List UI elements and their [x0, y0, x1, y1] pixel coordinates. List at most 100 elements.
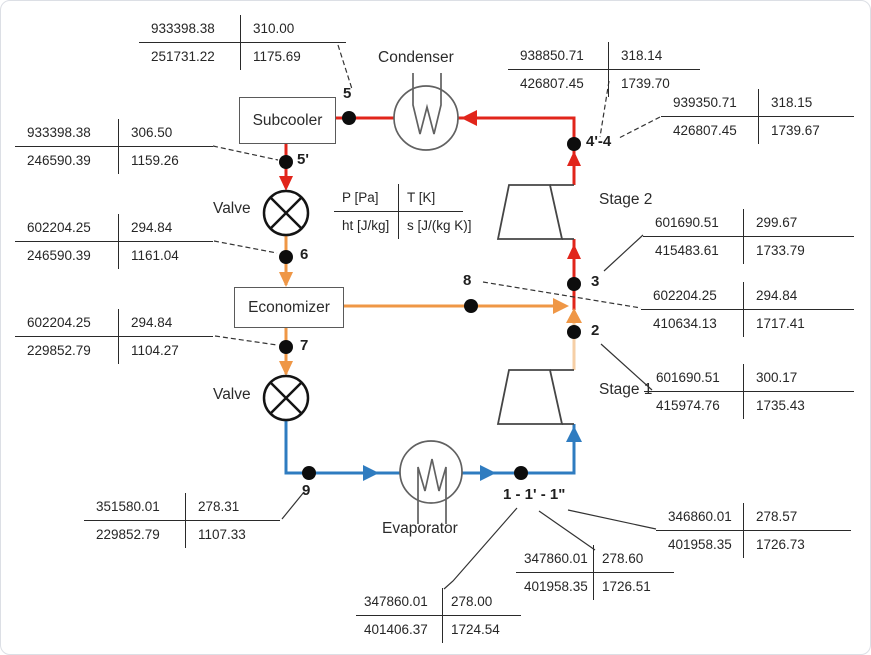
- entropy-value: 1726.73: [756, 537, 805, 552]
- leader-lines-dashed: [212, 44, 661, 346]
- pressure-value: 347860.01: [516, 545, 594, 573]
- subcooler-box: Subcooler: [239, 97, 336, 144]
- valve-lower-icon: [262, 374, 310, 422]
- enthalpy-value: 229852.79: [84, 521, 186, 548]
- temperature-value: 299.67: [744, 209, 854, 237]
- entropy-value: 1175.69: [253, 49, 301, 64]
- state-table-6: 602204.25 294.84 246590.39 1161.04: [15, 214, 213, 269]
- enthalpy-value: 246590.39: [15, 147, 119, 174]
- point-2-label: 2: [591, 322, 600, 339]
- entropy-value: 1104.27: [131, 343, 179, 358]
- temperature-value: 318.14: [609, 42, 700, 70]
- entropy-value: 1724.54: [451, 622, 500, 637]
- state-table-9: 351580.01 278.31 229852.79 1107.33: [84, 493, 280, 548]
- point-6-label: 6: [300, 246, 309, 263]
- point-4-label: 4'-4: [586, 133, 612, 150]
- pressure-value: 939350.71: [661, 89, 759, 117]
- temperature-value: 278.60: [594, 545, 674, 573]
- valve-upper-label: Valve: [213, 200, 251, 217]
- temperature-value: 300.17: [744, 364, 854, 392]
- temperature-value: 278.00: [443, 588, 521, 616]
- legend-pressure-unit: P [Pa]: [334, 184, 399, 212]
- temperature-value: 310.00: [241, 15, 346, 43]
- state-table-5prime: 933398.38 306.50 246590.39 1159.26: [15, 119, 213, 174]
- point-5prime-label: 5': [297, 151, 309, 168]
- enthalpy-value: 401958.35: [516, 573, 594, 600]
- pressure-value: 601690.51: [643, 209, 744, 237]
- enthalpy-value: 426807.45: [661, 117, 759, 144]
- legend-temperature-unit: T [K]: [399, 184, 463, 212]
- leader-lines-solid: [281, 234, 657, 590]
- pressure-value: 602204.25: [641, 282, 744, 310]
- temperature-value: 294.84: [119, 214, 213, 242]
- enthalpy-value: 401958.35: [656, 531, 744, 558]
- valve-lower-label: Valve: [213, 386, 251, 403]
- state-table-1doubleprime: 346860.01 278.57 401958.35 1726.73: [656, 503, 851, 558]
- point-3-label: 3: [591, 273, 600, 290]
- entropy-value: 1726.51: [602, 579, 651, 594]
- economizer-box: Economizer: [234, 287, 344, 328]
- point-5-label: 5: [343, 85, 352, 102]
- evaporator-label: Evaporator: [382, 520, 458, 537]
- state-table-8: 602204.25 294.84 410634.13 1717.41: [641, 282, 854, 337]
- entropy-value: 1739.67: [771, 123, 820, 138]
- state-table-3: 601690.51 299.67 415483.61 1733.79: [643, 209, 854, 264]
- enthalpy-value: 426807.45: [508, 70, 609, 97]
- legend-table: P [Pa] T [K] ht [J/kg] s [J/(kg K)]: [334, 184, 472, 239]
- point-1-label: 1 - 1' - 1": [503, 486, 566, 503]
- enthalpy-value: 229852.79: [15, 337, 119, 364]
- pressure-value: 602204.25: [15, 214, 119, 242]
- subcooler-label: Subcooler: [252, 111, 323, 129]
- state-point-dots: [279, 111, 581, 480]
- pressure-value: 346860.01: [656, 503, 744, 531]
- state-table-2: 601690.51 300.17 415974.76 1735.43: [644, 364, 854, 419]
- enthalpy-value: 410634.13: [641, 310, 744, 337]
- state-table-1prime: 347860.01 278.60 401958.35 1726.51: [516, 545, 674, 600]
- compressor-stage1-icon: [496, 369, 574, 425]
- entropy-value: 1107.33: [198, 527, 246, 542]
- state-table-5: 933398.38 310.00 251731.22 1175.69: [139, 15, 346, 70]
- state-table-7: 602204.25 294.84 229852.79 1104.27: [15, 309, 213, 364]
- temperature-value: 278.57: [744, 503, 851, 531]
- enthalpy-value: 415974.76: [644, 392, 744, 419]
- enthalpy-value: 251731.22: [139, 43, 241, 70]
- temperature-value: 306.50: [119, 119, 213, 147]
- legend-entropy-unit: s [J/(kg K)]: [407, 218, 472, 233]
- entropy-value: 1735.43: [756, 398, 805, 413]
- entropy-value: 1739.70: [621, 76, 670, 91]
- enthalpy-value: 246590.39: [15, 242, 119, 269]
- state-table-4prime: 938850.71 318.14 426807.45 1739.70: [508, 42, 700, 97]
- enthalpy-value: 415483.61: [643, 237, 744, 264]
- flow-arrowheads: [279, 110, 582, 481]
- stage2-label: Stage 2: [599, 191, 653, 208]
- point-8-label: 8: [463, 272, 472, 289]
- compressor-stage2-icon: [496, 184, 574, 240]
- temperature-value: 278.31: [186, 493, 280, 521]
- pressure-value: 351580.01: [84, 493, 186, 521]
- pressure-value: 933398.38: [139, 15, 241, 43]
- pressure-value: 933398.38: [15, 119, 119, 147]
- entropy-value: 1159.26: [131, 153, 179, 168]
- point-9-label: 9: [302, 482, 311, 499]
- entropy-value: 1161.04: [131, 248, 179, 263]
- temperature-value: 294.84: [119, 309, 213, 337]
- legend-enthalpy-unit: ht [J/kg]: [334, 212, 399, 239]
- temperature-value: 318.15: [759, 89, 854, 117]
- pressure-value: 602204.25: [15, 309, 119, 337]
- entropy-value: 1733.79: [756, 243, 805, 258]
- pressure-value: 601690.51: [644, 364, 744, 392]
- pressure-value: 938850.71: [508, 42, 609, 70]
- state-table-4: 939350.71 318.15 426807.45 1739.67: [661, 89, 854, 144]
- state-table-1: 347860.01 278.00 401406.37 1724.54: [356, 588, 521, 643]
- condenser-icon: [393, 73, 459, 151]
- temperature-value: 294.84: [744, 282, 854, 310]
- economizer-label: Economizer: [248, 298, 330, 316]
- stage1-label: Stage 1: [599, 381, 653, 398]
- enthalpy-value: 401406.37: [356, 616, 443, 643]
- entropy-value: 1717.41: [756, 316, 805, 331]
- condenser-label: Condenser: [378, 49, 454, 66]
- valve-upper-icon: [262, 189, 310, 237]
- pressure-value: 347860.01: [356, 588, 443, 616]
